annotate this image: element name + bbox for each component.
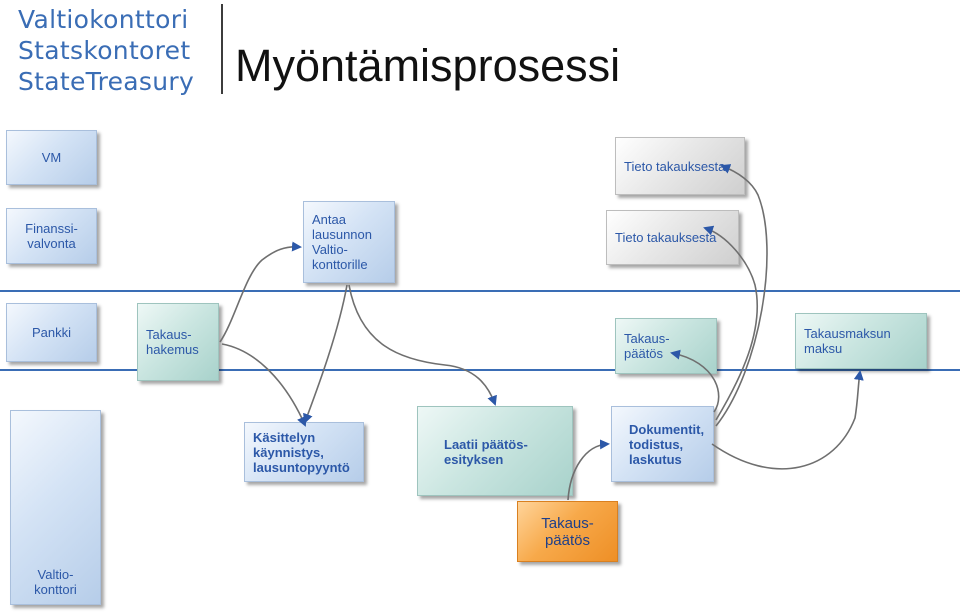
- arrow-lausunto-to-laatii: [348, 284, 497, 406]
- lane-label-valtiokonttori-text: Valtio- konttori: [34, 566, 77, 597]
- lane-label-valtiokonttori: Valtio- konttori: [10, 410, 101, 605]
- box-takauspaatos-valtiokonttori: Takaus- päätös: [517, 501, 618, 562]
- box-takausmaksun-maksu: Takausmaksun maksu: [795, 313, 927, 369]
- box-takauspaatos-valtiokonttori-text: Takaus- päätös: [541, 514, 594, 549]
- arrow-dokumentit-to-paatos-pankki: [670, 349, 720, 413]
- box-dokumentit-text: Dokumentit, todistus, laskutus: [629, 421, 705, 467]
- box-takauspaatos-pankki-text: Takaus- päätös: [624, 331, 670, 361]
- box-takaushakemus-text: Takaus- hakemus: [146, 327, 199, 357]
- logo: Valtiokonttori Statskontoret StateTreasu…: [18, 4, 194, 97]
- arrow-lausunto-to-kasittely: [303, 284, 348, 424]
- lane-label-finanssivalvonta: Finanssi- valvonta: [6, 208, 97, 264]
- logo-line-2: Statskontoret: [18, 36, 191, 65]
- box-tieto-takauksesta-fiva: Tieto takauksesta: [606, 210, 739, 265]
- box-tieto-takauksesta-fiva-text: Tieto takauksesta: [615, 230, 717, 245]
- arrow-dokumentit-to-tieto-vm: [715, 164, 768, 427]
- box-dokumentit: Dokumentit, todistus, laskutus: [611, 406, 714, 482]
- arrow-dokumentit-to-maksu: [711, 370, 864, 470]
- arrow-hakemus-to-kasittely: [221, 343, 307, 427]
- lane-label-pankki: Pankki: [6, 303, 97, 362]
- box-kasittely: Käsittelyn käynnistys, lausuntopyyntö: [244, 422, 364, 482]
- lane-label-vm: VM: [6, 130, 97, 185]
- box-takausmaksun-maksu-text: Takausmaksun maksu: [804, 326, 891, 356]
- logo-line-1: Valtiokonttori: [18, 5, 189, 34]
- lane-divider-2: [0, 369, 960, 371]
- box-antaa-lausunnon-text: Antaa lausunnon Valtio- konttorille: [312, 212, 372, 272]
- arrow-dokumentit-to-tieto-fiva: [703, 225, 759, 421]
- lane-label-finanssivalvonta-text: Finanssi- valvonta: [25, 221, 78, 251]
- box-laatii-paatosesityksen: Laatii päätös- esityksen: [417, 406, 573, 496]
- box-takaushakemus: Takaus- hakemus: [137, 303, 219, 381]
- arrow-paatos-to-dokumentit: [567, 439, 610, 501]
- box-tieto-takauksesta-vm-text: Tieto takauksesta: [624, 158, 726, 174]
- box-kasittely-text: Käsittelyn käynnistys, lausuntopyyntö: [253, 429, 350, 475]
- logo-divider: [221, 4, 223, 94]
- arrow-hakemus-to-lausunto: [219, 241, 302, 343]
- logo-line-3: StateTreasury: [18, 67, 195, 96]
- lane-label-vm-text: VM: [41, 150, 62, 165]
- box-antaa-lausunnon: Antaa lausunnon Valtio- konttorille: [303, 201, 395, 283]
- lane-label-pankki-text: Pankki: [31, 325, 72, 340]
- lane-divider-1: [0, 290, 960, 292]
- box-laatii-paatosesityksen-text: Laatii päätös- esityksen: [444, 437, 528, 467]
- page-title: Myöntämisprosessi: [235, 40, 621, 91]
